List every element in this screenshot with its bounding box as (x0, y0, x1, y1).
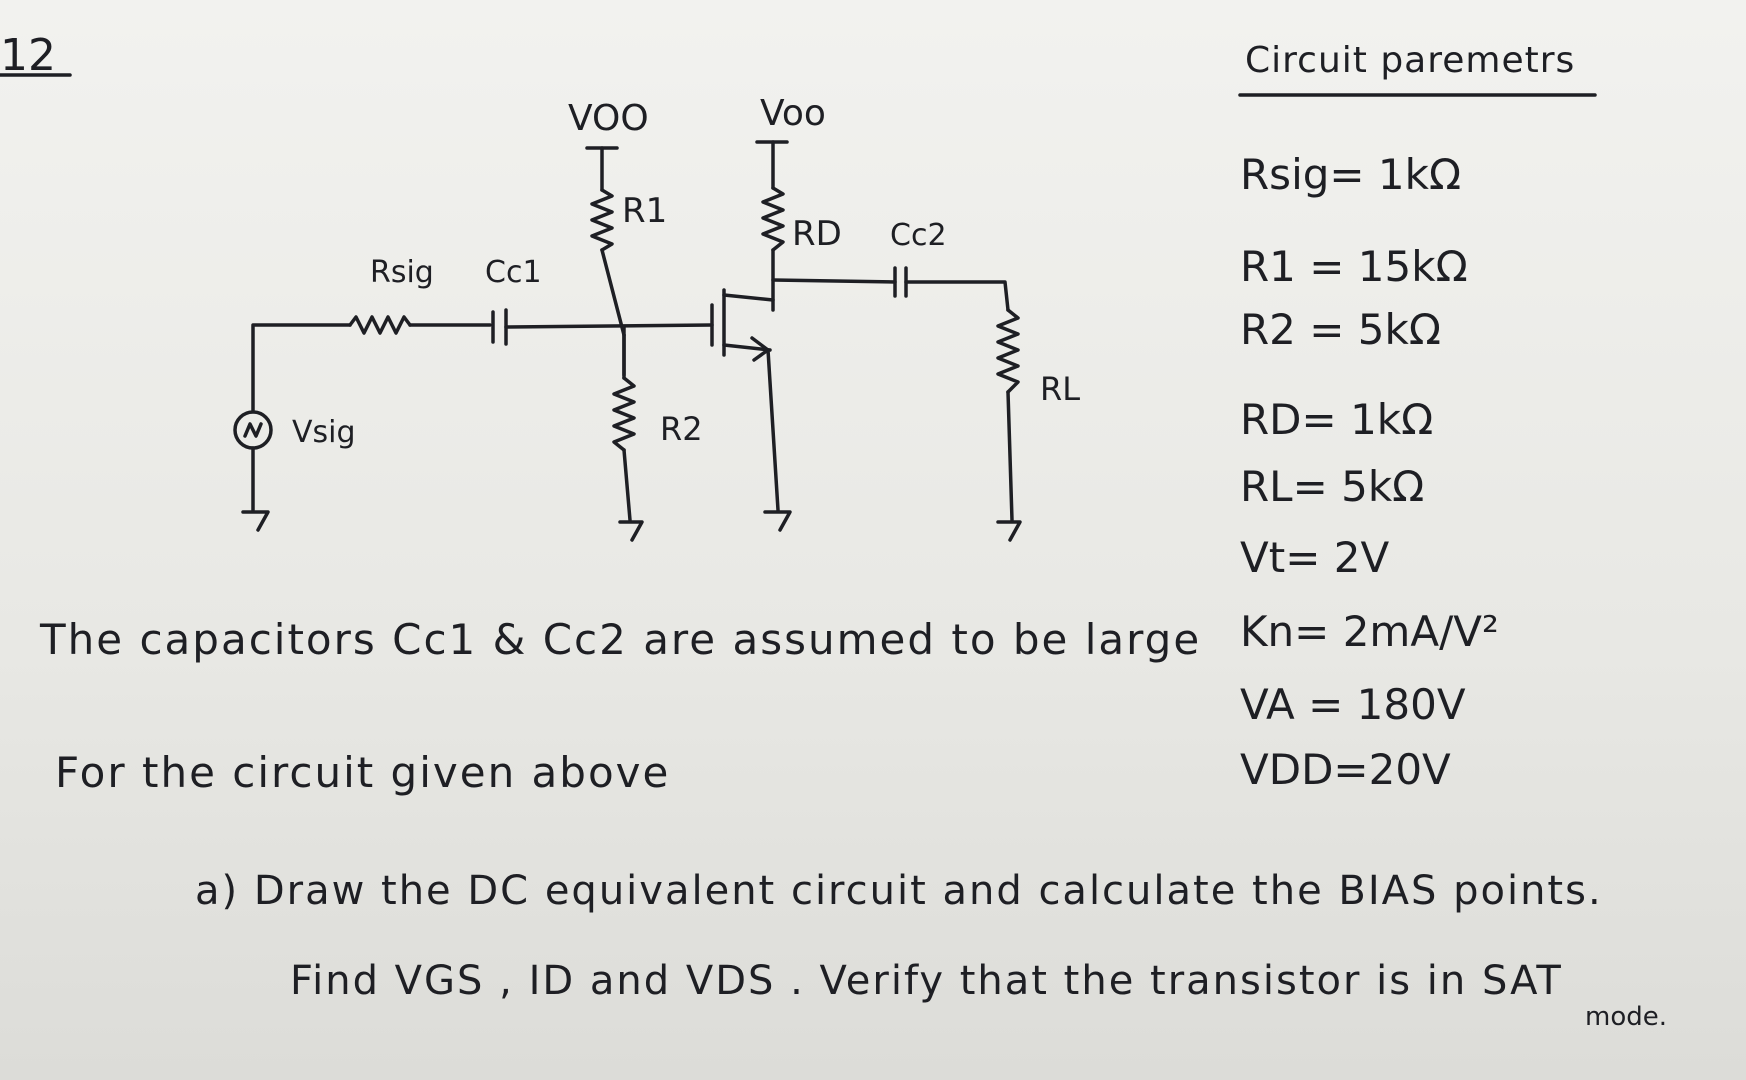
cc2-label: Cc2 (890, 218, 947, 253)
r1-resistor (590, 188, 614, 252)
params-title: Circuit paremetrs (1245, 40, 1576, 81)
question-part-a: a) Draw the DC equivalent circuit and ca… (195, 868, 1603, 914)
param-va: VA = 180V (1240, 680, 1466, 729)
r2-wire-down (622, 448, 632, 522)
vdd-left-label: VOO (568, 98, 649, 139)
circuit-note: For the circuit given above (55, 748, 671, 797)
rsig-label: Rsig (370, 255, 434, 290)
param-r1: R1 = 15kΩ (1240, 242, 1468, 291)
r1-label: R1 (622, 191, 667, 231)
vsig-top-wire (251, 323, 352, 412)
mosfet-source-stub (722, 343, 772, 352)
param-rl: RL= 5kΩ (1240, 462, 1425, 511)
param-vdd: VDD=20V (1240, 745, 1451, 794)
param-kn: Kn= 2mA/V² (1240, 607, 1499, 656)
vsig-label: Vsig (292, 415, 356, 450)
param-r2: R2 = 5kΩ (1240, 305, 1441, 354)
param-vt: Vt= 2V (1240, 533, 1390, 582)
rl-label: RL (1040, 370, 1080, 408)
cc1-label: Cc1 (485, 255, 542, 290)
rl-wire-down (1006, 390, 1014, 522)
r2-ground (618, 520, 644, 542)
source-ground (763, 510, 792, 532)
source-wire-down (766, 348, 780, 512)
drain-to-cc2-wire (771, 278, 897, 284)
rd-label: RD (792, 214, 842, 254)
vsig-source-symbol (243, 422, 263, 438)
question-part-a-line2: Find VGS , ID and VDS . Verify that the … (290, 958, 1563, 1004)
param-rsig: Rsig= 1kΩ (1240, 150, 1462, 199)
cc1-to-gate-wire (504, 323, 714, 329)
r2-resistor (612, 376, 636, 452)
rsig-resistor (348, 315, 412, 335)
vsig-ground (241, 510, 270, 532)
rl-ground (996, 520, 1022, 542)
vdd-right-label: Voo (760, 93, 826, 134)
param-rd: RD= 1kΩ (1240, 395, 1434, 444)
mosfet-drain-stub (722, 293, 775, 302)
r2-label: R2 (660, 410, 703, 448)
cc1-capacitor (491, 308, 508, 346)
cc2-to-rl-wire (904, 280, 1010, 312)
rl-resistor (996, 308, 1020, 394)
rd-resistor (761, 186, 785, 252)
r1-wire-down (600, 248, 626, 337)
capacitor-note: The capacitors Cc1 & Cc2 are assumed to … (40, 615, 1202, 664)
problem-number: 12 (0, 30, 56, 81)
question-part-a-line3: mode. (1585, 1002, 1667, 1032)
